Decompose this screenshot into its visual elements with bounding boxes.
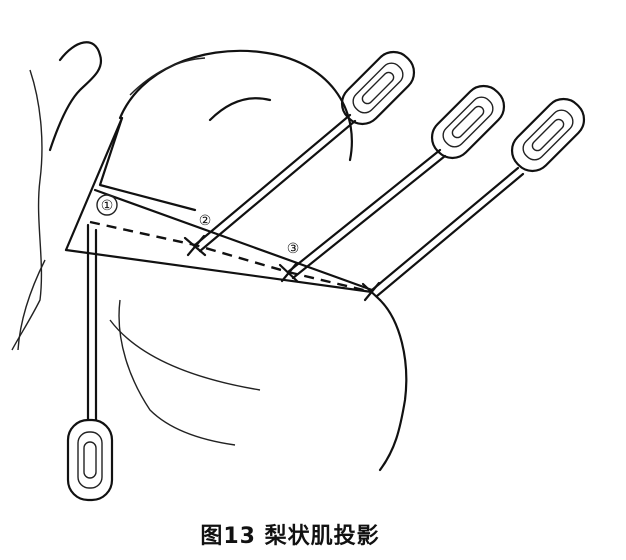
label-3: ③ bbox=[287, 241, 300, 257]
label-1: ① bbox=[101, 198, 114, 214]
needle-4 bbox=[361, 97, 586, 302]
needle-1 bbox=[66, 223, 114, 502]
point-labels: ① ② ③ bbox=[96, 194, 300, 257]
needle-3 bbox=[278, 84, 506, 283]
label-2: ② bbox=[199, 213, 212, 229]
projection-triangle bbox=[64, 116, 374, 294]
figure-caption: 图13 梨状肌投影 bbox=[200, 524, 380, 549]
needle-2 bbox=[183, 50, 416, 257]
anatomy-outline bbox=[11, 41, 408, 472]
